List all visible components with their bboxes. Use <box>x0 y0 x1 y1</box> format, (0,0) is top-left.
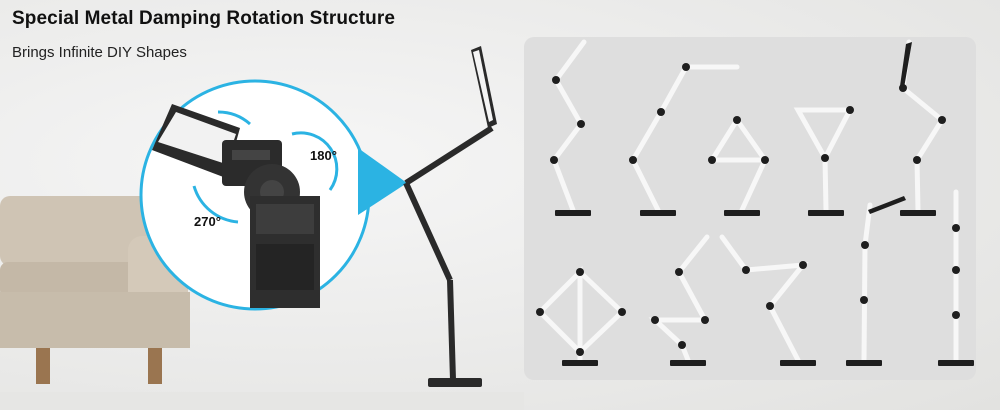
subheadline: Brings Infinite DIY Shapes <box>12 44 187 61</box>
angle-label-180: 180° <box>310 148 337 163</box>
headline: Special Metal Damping Rotation Structure <box>12 8 395 29</box>
floor-lamp <box>403 46 497 387</box>
shape-joints <box>536 42 974 366</box>
joint-detail-zoom: 180° 270° <box>139 79 407 311</box>
sofa-image <box>0 196 190 384</box>
callout-pointer <box>358 148 407 215</box>
angle-label-270: 270° <box>194 214 221 229</box>
floor <box>0 392 524 410</box>
shapes-gallery-panel <box>524 37 976 380</box>
